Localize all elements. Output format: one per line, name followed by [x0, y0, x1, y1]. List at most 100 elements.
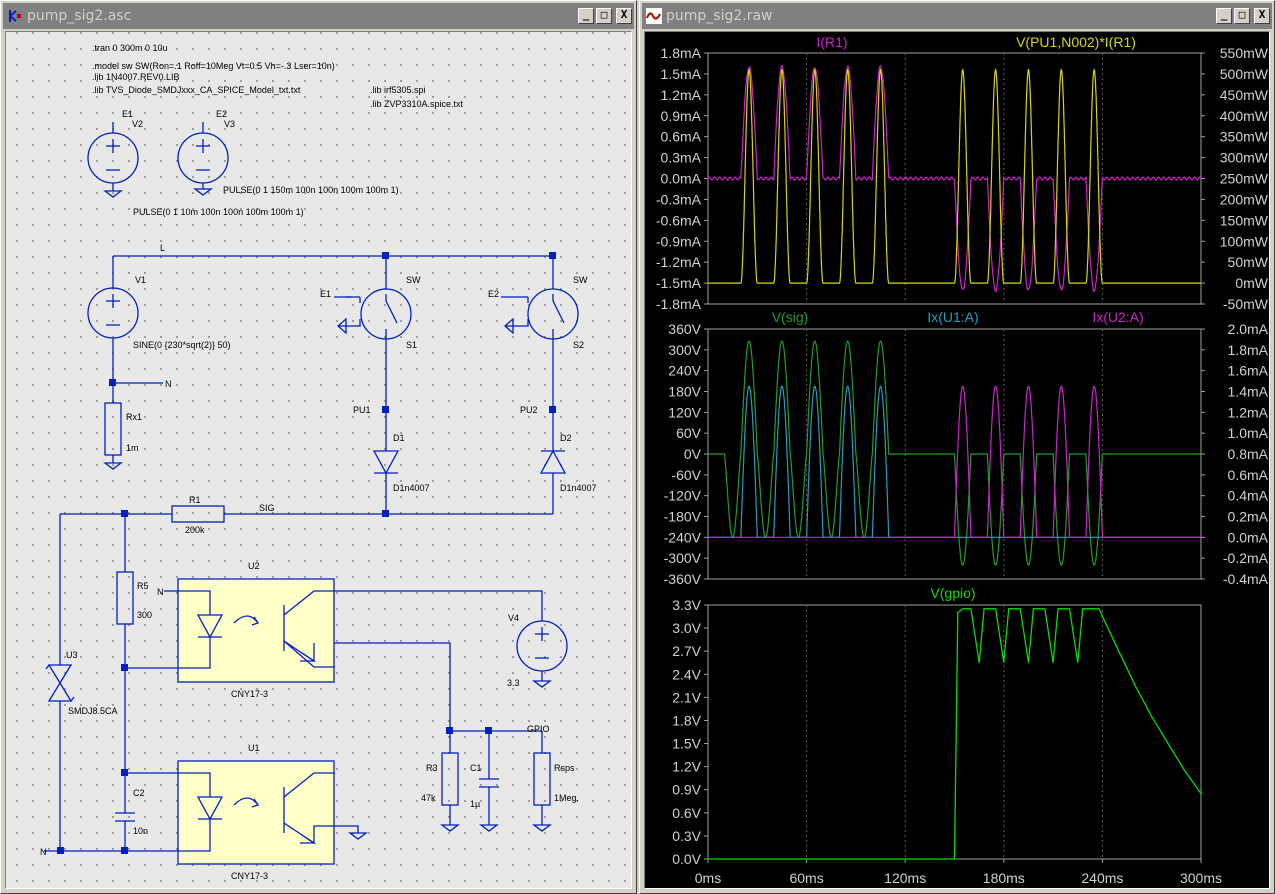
- r5-value[interactable]: 300: [137, 610, 152, 620]
- u1-ref[interactable]: U1: [248, 743, 260, 753]
- u2-ref[interactable]: U2: [248, 561, 260, 571]
- v3-ref[interactable]: V3: [224, 119, 235, 129]
- maximize-button[interactable]: □: [1234, 8, 1250, 24]
- close-button[interactable]: X: [616, 8, 632, 24]
- rx1-ref[interactable]: Rx1: [126, 412, 142, 422]
- voltage-source-v3-symbol[interactable]: [177, 122, 229, 196]
- v2-ref[interactable]: V2: [132, 119, 143, 129]
- y-tick-label: -60V: [671, 467, 701, 483]
- resistor-r3-symbol[interactable]: [440, 752, 460, 832]
- s1-ref[interactable]: S1: [406, 340, 417, 350]
- y2-tick-label: 400mW: [1220, 108, 1269, 124]
- directive-tran[interactable]: .tran 0 300m 0 10u: [92, 43, 168, 53]
- optocoupler-u1-symbol[interactable]: [177, 760, 335, 865]
- v4-ref[interactable]: V4: [508, 613, 519, 623]
- rsps-ref[interactable]: Rsps: [554, 763, 575, 773]
- u3-ref[interactable]: U3: [66, 650, 78, 660]
- waveform-icon: [646, 8, 662, 24]
- minimize-button[interactable]: _: [578, 8, 594, 24]
- u1-value[interactable]: CNY17-3: [231, 871, 268, 881]
- y2-tick-label: 0.8mA: [1228, 446, 1269, 462]
- r3-value[interactable]: 47k: [421, 793, 436, 803]
- voltage-source-v4-symbol[interactable]: [516, 620, 568, 688]
- directive-model[interactable]: .model sw SW(Ron=.1 Roff=10Meg Vt=0.5 Vh…: [92, 61, 335, 71]
- tvs-u3-symbol[interactable]: [45, 651, 75, 851]
- trace-power: [708, 68, 1201, 284]
- v2-value[interactable]: PULSE(0 1 10m 100n 100n 100m 100m 1): [133, 207, 304, 217]
- directive-lib-irf5305[interactable]: .lib irf5305.spi: [370, 85, 426, 95]
- x-tick-label: 180ms: [983, 870, 1025, 886]
- y-tick-label: 3.3V: [672, 597, 701, 613]
- directive-lib-zvp3310a[interactable]: .lib ZVP3310A.spice.txt: [370, 99, 464, 109]
- y2-tick-label: 1.0mA: [1228, 425, 1269, 441]
- v4-value[interactable]: 3.3: [507, 678, 520, 688]
- plot-pane-1[interactable]: [707, 52, 1202, 305]
- capacitor-c1-symbol[interactable]: [479, 753, 499, 832]
- schematic-canvas[interactable]: .tran 0 300m 0 10u .model sw SW(Ron=.1 R…: [5, 31, 632, 889]
- y-tick-label: 240V: [668, 363, 701, 379]
- y2-tick-label: 0mW: [1235, 275, 1268, 291]
- y-tick-label: -1.8mA: [656, 296, 702, 312]
- s2-ref[interactable]: S2: [573, 340, 584, 350]
- rx1-value[interactable]: 1m: [126, 443, 139, 453]
- y-tick-label: -1.5mA: [656, 275, 702, 291]
- rsps-value[interactable]: 1Meg.: [554, 793, 579, 803]
- switch-s2-symbol[interactable]: [501, 279, 579, 409]
- c2-ref[interactable]: C2: [133, 788, 145, 798]
- optocoupler-u2-symbol[interactable]: [177, 578, 335, 683]
- diode-d1-symbol[interactable]: [372, 409, 400, 514]
- d1-ref[interactable]: D1: [393, 433, 405, 443]
- directive-lib-1n4007[interactable]: .lib 1N4007.REV0.LIB: [92, 72, 180, 82]
- y2-tick-label: 1.6mA: [1228, 363, 1269, 379]
- voltage-source-v1-symbol[interactable]: [87, 287, 139, 339]
- d1-value[interactable]: D1n4007: [393, 483, 430, 493]
- u2-value[interactable]: CNY17-3: [231, 689, 268, 699]
- trace-label-v-sig[interactable]: V(sig): [772, 309, 809, 325]
- y2-tick-label: 100mW: [1220, 233, 1269, 249]
- close-button[interactable]: X: [1254, 8, 1270, 24]
- r3-ref[interactable]: R3: [426, 763, 438, 773]
- diode-d2-symbol[interactable]: [539, 409, 567, 514]
- v1-value[interactable]: SINE(0 {230*sqrt(2)} 50): [133, 340, 231, 350]
- resistor-rx1-symbol[interactable]: [103, 402, 123, 470]
- resistor-rsps-symbol[interactable]: [532, 752, 552, 832]
- resistor-r1-symbol[interactable]: [171, 505, 225, 523]
- y2-tick-label: 550mW: [1220, 45, 1269, 61]
- resistor-r5-symbol[interactable]: [116, 571, 134, 625]
- u3-value[interactable]: SMDJ8.5CA: [68, 706, 118, 716]
- trace-label-i-r1[interactable]: I(R1): [816, 34, 847, 50]
- trace-label-ix-u2[interactable]: Ix(U2:A): [1092, 309, 1143, 325]
- y2-tick-label: -0.4mA: [1223, 571, 1269, 587]
- capacitor-c2-symbol[interactable]: [115, 812, 135, 851]
- switch-s1-symbol[interactable]: [334, 279, 412, 409]
- y2-tick-label: 450mW: [1220, 87, 1269, 103]
- v3-value[interactable]: PULSE(0 1 150m 100n 100n 100m 100m 1): [223, 185, 399, 195]
- minimize-button[interactable]: _: [1216, 8, 1232, 24]
- y2-tick-label: 0.2mA: [1228, 509, 1269, 525]
- r1-ref[interactable]: R1: [189, 495, 201, 505]
- trace-label-power[interactable]: V(PU1,N002)*I(R1): [1016, 34, 1136, 50]
- d2-value[interactable]: D1n4007: [560, 483, 597, 493]
- maximize-button[interactable]: □: [596, 8, 612, 24]
- trace-label-ix-u1[interactable]: Ix(U1:A): [927, 309, 978, 325]
- y2-tick-label: 1.8mA: [1228, 342, 1269, 358]
- r1-value[interactable]: 200k: [185, 525, 205, 535]
- v1-ref[interactable]: V1: [135, 275, 146, 285]
- y2-tick-label: 250mW: [1220, 171, 1269, 187]
- s2-ctrl-net: E2: [488, 289, 499, 299]
- s2-model[interactable]: SW: [573, 275, 588, 285]
- schematic-titlebar[interactable]: pump_sig2.asc _ □ X: [3, 3, 634, 29]
- waveform-titlebar[interactable]: pump_sig2.raw _ □ X: [642, 3, 1272, 29]
- y2-tick-label: 200mW: [1220, 191, 1269, 207]
- voltage-source-v2-symbol[interactable]: [87, 122, 139, 198]
- schematic-title: pump_sig2.asc: [27, 8, 132, 24]
- directive-lib-tvs[interactable]: .lib TVS_Diode_SMDJxxx_CA_SPICE_Model_tx…: [92, 85, 301, 95]
- trace-label-v-gpio[interactable]: V(gpio): [930, 585, 975, 601]
- c1-value[interactable]: 1µ: [470, 799, 480, 809]
- c2-value[interactable]: 10n: [133, 826, 148, 836]
- s1-model[interactable]: SW: [406, 275, 421, 285]
- d2-ref[interactable]: D2: [560, 433, 572, 443]
- r5-ref[interactable]: R5: [137, 581, 149, 591]
- c1-ref[interactable]: C1: [470, 763, 482, 773]
